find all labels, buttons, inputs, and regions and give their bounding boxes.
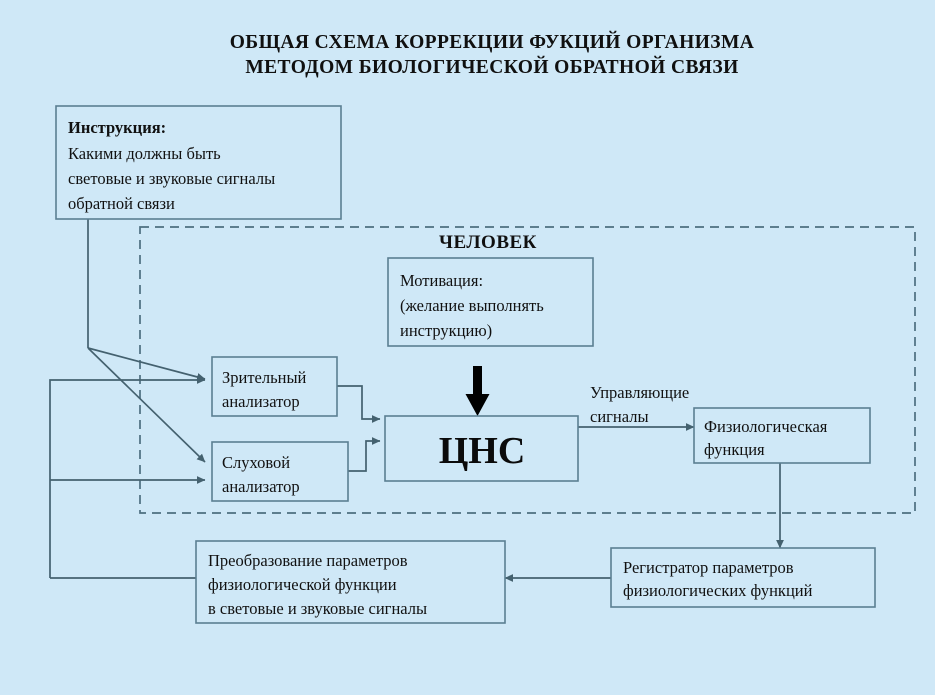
registrar-box: Регистратор параметров физиологических ф… bbox=[610, 547, 876, 608]
transform-box: Преобразование параметров физиологическо… bbox=[195, 540, 506, 624]
control-signals-line-1: Управляющие bbox=[590, 383, 689, 402]
connector-feedback-bus-to-visual bbox=[49, 376, 206, 578]
connector-instruction-to-auditory bbox=[87, 347, 206, 463]
connector-instruction-to-visual bbox=[87, 347, 206, 381]
physiological-function-line-1: Физиологическая bbox=[704, 417, 828, 436]
cns-box-frame bbox=[384, 415, 579, 482]
visual-analyzer-line-1: Зрительный bbox=[222, 368, 307, 387]
visual-analyzer-box: Зрительный анализатор bbox=[211, 356, 338, 417]
title-line-2: МЕТОДОМ БИОЛОГИЧЕСКОЙ ОБРАТНОЙ СВЯЗИ bbox=[245, 56, 738, 78]
connector-auditory-to-cns bbox=[348, 437, 381, 472]
motivation-box: Мотивация: (желание выполнять инструкцию… bbox=[387, 257, 594, 347]
instruction-box-frame bbox=[55, 105, 342, 220]
cns-label: ЦНС bbox=[439, 430, 526, 472]
auditory-analyzer-line-1: Слуховой bbox=[222, 453, 290, 472]
visual-analyzer-frame bbox=[211, 356, 338, 417]
human-region-boundary bbox=[139, 226, 916, 514]
physiological-function-line-2: функция bbox=[704, 440, 765, 459]
transform-frame bbox=[195, 540, 506, 624]
instruction-line-2: световые и звуковые сигналы bbox=[68, 169, 275, 188]
instruction-box: Инструкция: Какими должны быть световые … bbox=[55, 105, 342, 220]
transform-line-2: физиологической функции bbox=[208, 575, 397, 594]
physiological-function-frame bbox=[693, 407, 871, 464]
instruction-heading: Инструкция: bbox=[68, 118, 166, 137]
cns-box: ЦНС bbox=[384, 415, 579, 482]
connector-visual-to-cns bbox=[337, 385, 381, 423]
registrar-line-2: физиологических функций bbox=[623, 581, 813, 600]
registrar-frame bbox=[610, 547, 876, 608]
visual-analyzer-line-2: анализатор bbox=[222, 392, 300, 411]
auditory-analyzer-line-2: анализатор bbox=[222, 477, 300, 496]
motivation-to-cns-arrow bbox=[465, 366, 490, 416]
transform-line-1: Преобразование параметров bbox=[208, 551, 408, 570]
title-line-1: ОБЩАЯ СХЕМА КОРРЕКЦИИ ФУКЦИЙ ОРГАНИЗМА bbox=[230, 31, 755, 53]
motivation-box-frame bbox=[387, 257, 594, 347]
page-title: ОБЩАЯ СХЕМА КОРРЕКЦИИ ФУКЦИЙ ОРГАНИЗМА М… bbox=[230, 31, 755, 78]
instruction-line-1: Какими должны быть bbox=[68, 144, 221, 163]
auditory-analyzer-box: Слуховой анализатор bbox=[211, 441, 349, 502]
motivation-line-3: инструкцию) bbox=[400, 321, 492, 340]
human-region-label: ЧЕЛОВЕК bbox=[439, 232, 537, 253]
auditory-analyzer-frame bbox=[211, 441, 349, 502]
physiological-function-box: Физиологическая функция bbox=[693, 407, 871, 464]
registrar-line-1: Регистратор параметров bbox=[623, 558, 794, 577]
motivation-line-2: (желание выполнять bbox=[400, 296, 544, 315]
instruction-line-3: обратной связи bbox=[68, 194, 175, 213]
motivation-line-1: Мотивация: bbox=[400, 271, 483, 290]
control-signals-label: Управляющие сигналы bbox=[590, 383, 689, 426]
transform-line-3: в световые и звуковые сигналы bbox=[208, 599, 427, 618]
control-signals-line-2: сигналы bbox=[590, 407, 649, 426]
